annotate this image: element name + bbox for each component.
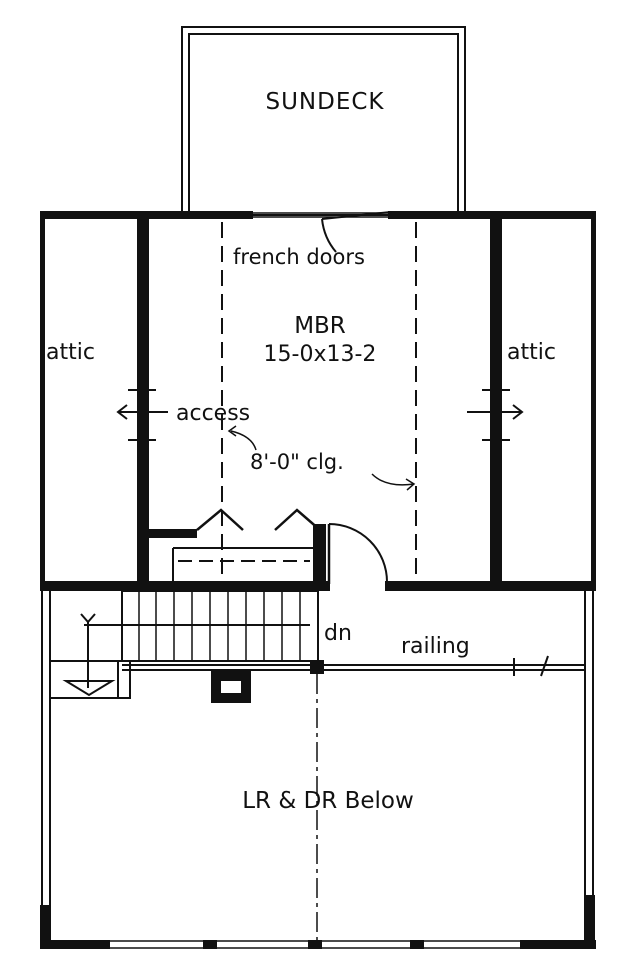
french-doors: french doors — [233, 211, 392, 269]
french-doors-label: french doors — [233, 245, 365, 269]
attic-right-label: attic — [507, 340, 556, 365]
railing — [122, 655, 585, 677]
room-name-label: MBR — [294, 313, 346, 339]
attic-left-label: attic — [46, 340, 95, 365]
sundeck: SUNDECK — [181, 26, 466, 216]
ceiling-leaders — [227, 425, 416, 491]
access-label: access — [176, 401, 250, 426]
knee-walls — [128, 219, 510, 585]
sundeck-label: SUNDECK — [265, 89, 384, 115]
lower-outer-walls — [40, 591, 595, 949]
room-size-label: 15-0x13-2 — [264, 342, 377, 367]
stairs-down-label: dn — [324, 621, 352, 646]
closet — [149, 508, 326, 585]
below-label: LR & DR Below — [242, 788, 414, 814]
bottom-wall — [40, 940, 596, 949]
stairs — [49, 590, 319, 699]
upper-wall — [40, 211, 596, 591]
ceiling-height-label: 8'-0" clg. — [250, 450, 344, 474]
railing-label: railing — [401, 634, 470, 659]
ceiling-lines — [221, 222, 417, 585]
bedroom-door — [327, 523, 388, 584]
access-arrow-right — [467, 404, 524, 420]
access-arrow-left — [116, 404, 168, 420]
lower-bedroom-wall — [40, 581, 596, 591]
chimney — [211, 671, 251, 703]
